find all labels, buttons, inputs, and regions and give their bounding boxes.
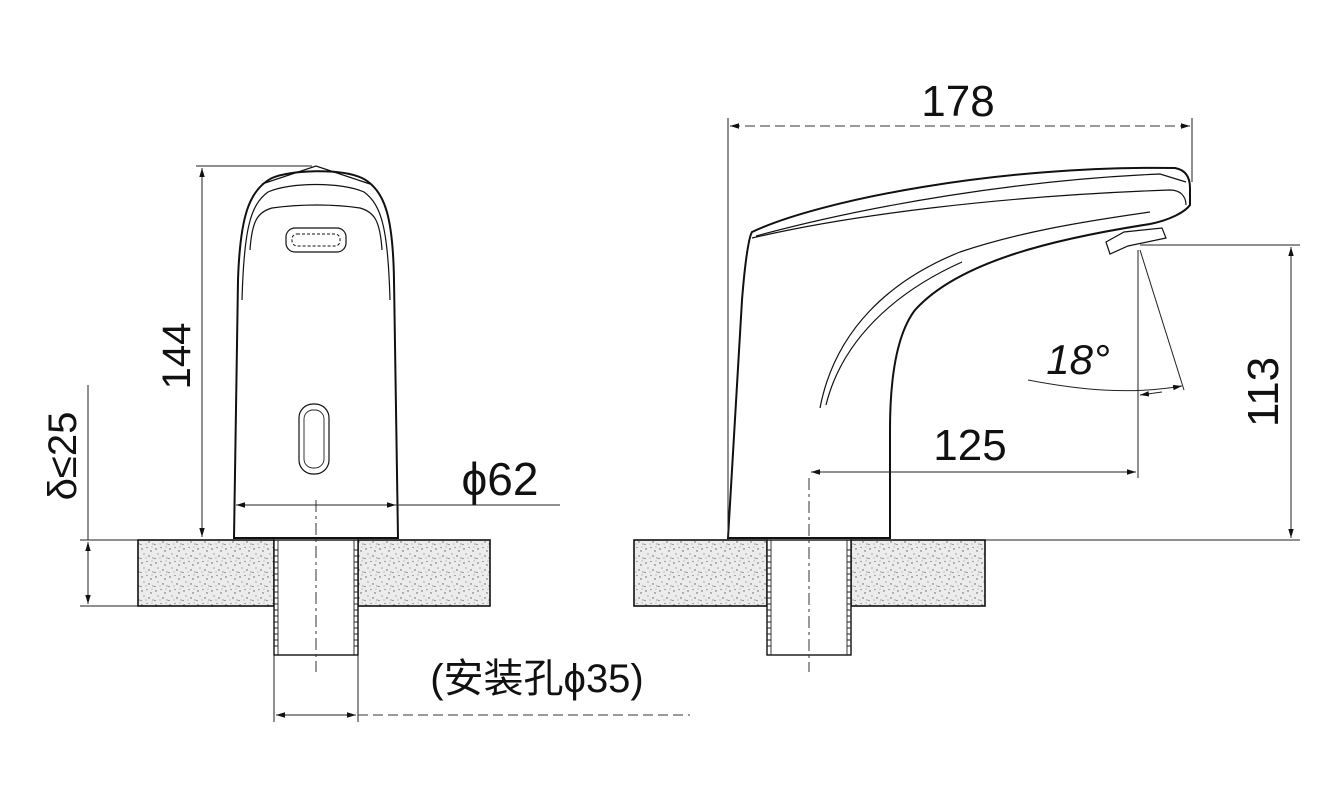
spout-height-label: 113: [1239, 357, 1288, 427]
sensor-window: [298, 403, 330, 475]
sensor-angle-label: 18°: [1046, 336, 1110, 383]
spout-sensor: [1105, 227, 1167, 255]
counter-slab-left-a: [137, 539, 275, 607]
front-view: 144 δ≤25 ϕ62 (安装孔ϕ35): [41, 165, 690, 722]
spout-reach-label: 125: [933, 421, 1006, 470]
mounting-shank-front: [273, 539, 359, 656]
sensor-angle-arc: [1027, 379, 1183, 392]
counter-slab-left-b: [357, 539, 491, 607]
counter-slab-right-b: [850, 539, 986, 607]
counter-slab-right-a: [633, 539, 768, 607]
faucet-body-side: [726, 166, 1191, 539]
aerator-outlet: [285, 227, 347, 253]
deck-thickness-label: δ≤25: [41, 412, 85, 501]
mounting-hole-label: (安装孔ϕ35): [430, 657, 644, 701]
side-view: 178 125 113 18°: [633, 77, 1300, 672]
front-height-label: 144: [155, 323, 199, 390]
spout-length-label: 178: [921, 77, 994, 126]
faucet-body-front: [232, 165, 400, 539]
base-diameter-label: ϕ62: [462, 453, 539, 505]
